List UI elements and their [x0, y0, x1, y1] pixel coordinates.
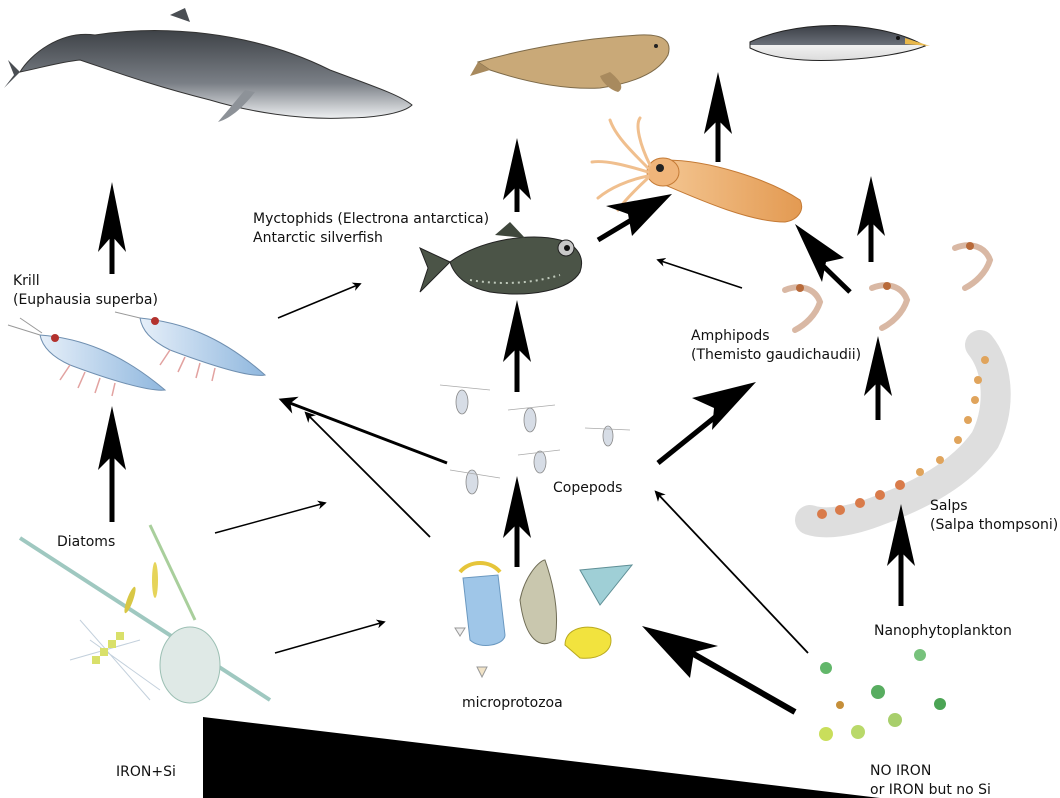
krill-icon — [8, 312, 265, 396]
arrow-amphipods-to-squid — [795, 224, 850, 292]
seal-icon — [470, 35, 669, 92]
label-no-iron: NO IRON or IRON but no Si — [870, 762, 991, 798]
label-diatoms: Diatoms — [57, 533, 115, 552]
nanophytoplankton-icon — [819, 649, 946, 741]
label-iron-si: IRON+Si — [116, 763, 176, 782]
arrow-diatoms-to-copepods — [215, 503, 325, 533]
arrow-amphipods-up — [857, 176, 885, 262]
arrow-copepods-to-amphipods — [658, 382, 756, 463]
label-krill: Krill (Euphausia superba) — [13, 272, 158, 310]
arrow-squid-to-penguin — [704, 72, 732, 162]
thin-arrows — [215, 260, 808, 653]
arrow-copepods-to-krill — [282, 400, 447, 463]
arrow-krill-to-whale — [98, 182, 126, 274]
arrow-copepods-to-fish — [503, 300, 531, 392]
penguin-icon — [750, 26, 930, 61]
label-copepods: Copepods — [553, 479, 622, 498]
arrow-fish-to-seal — [503, 138, 531, 212]
label-salps: Salps (Salpa thompsoni) — [930, 497, 1058, 535]
arrow-nano-to-microprotozoa — [642, 626, 795, 712]
arrow-salps-to-amphipods — [864, 336, 892, 420]
arrow-nano-to-copepods — [656, 492, 808, 653]
arrow-diatoms-to-microprotozoa — [275, 622, 384, 653]
copepod-icon — [440, 385, 630, 494]
label-myctophids: Myctophids (Electrona antarctica) Antarc… — [253, 210, 489, 248]
arrow-fish-to-squid — [598, 194, 672, 240]
arrow-diatoms-to-krill — [98, 406, 126, 522]
microprotozoa-icon — [455, 560, 632, 677]
salp-chain-icon — [810, 345, 996, 522]
arrow-krill-to-fish — [278, 284, 360, 318]
gradient-wedge — [203, 717, 880, 798]
arrow-microprotozoa-to-copepods — [503, 476, 531, 567]
label-nanophytoplankton: Nanophytoplankton — [874, 622, 1012, 641]
arrow-amphipods-to-fish — [658, 260, 742, 288]
whale-icon — [4, 8, 412, 122]
trophic-arrows — [98, 72, 915, 712]
label-microprotozoa: microprotozoa — [462, 694, 563, 713]
label-amphipods: Amphipods (Themisto gaudichaudii) — [691, 327, 861, 365]
